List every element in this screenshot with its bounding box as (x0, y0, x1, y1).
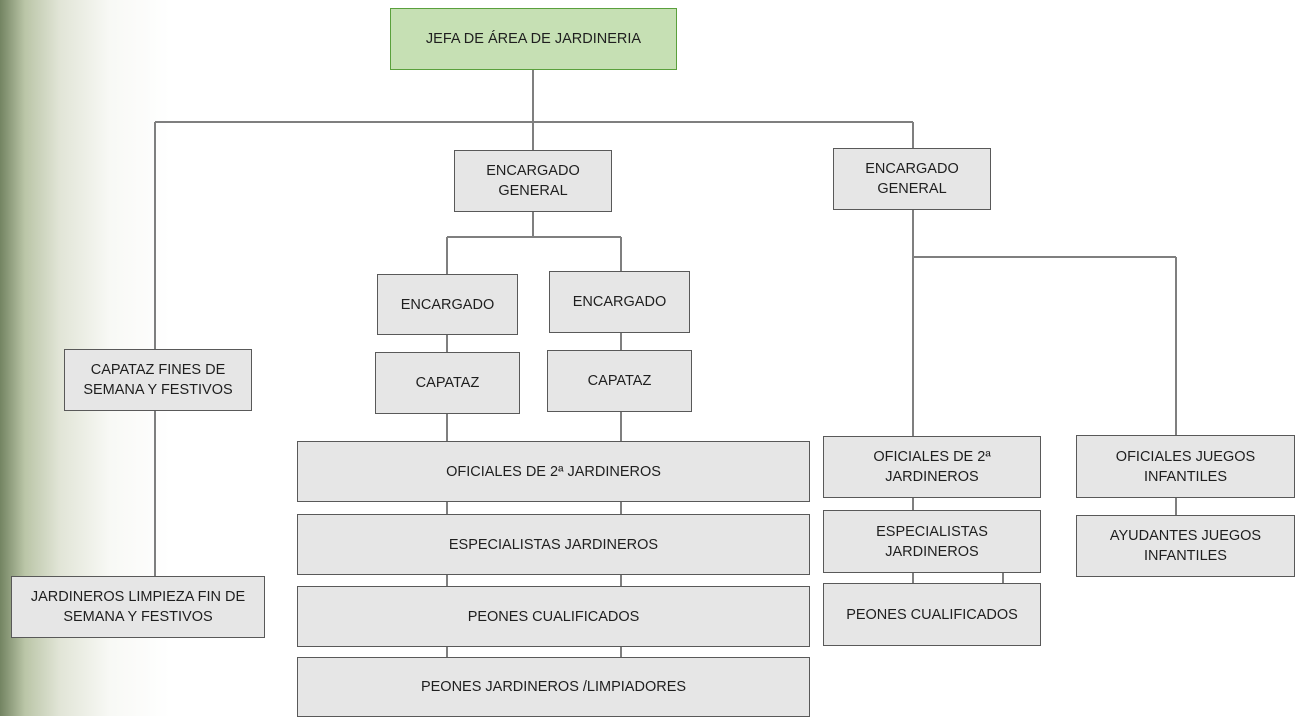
encargado-2-box: ENCARGADO (549, 271, 690, 333)
encargado-general-right-box: ENCARGADO GENERAL (833, 148, 991, 210)
ayudantes-juegos-box: AYUDANTES JUEGOS INFANTILES (1076, 515, 1295, 577)
peones-cualificados-right-box: PEONES CUALIFICADOS (823, 583, 1041, 646)
encargado-1-box: ENCARGADO (377, 274, 518, 335)
peones-jardineros-box: PEONES JARDINEROS /LIMPIADORES (297, 657, 810, 717)
capataz-2-box: CAPATAZ (547, 350, 692, 412)
especialistas-right-box: ESPECIALISTAS JARDINEROS (823, 510, 1041, 573)
oficiales-juegos-box: OFICIALES JUEGOS INFANTILES (1076, 435, 1295, 498)
capataz-fines-semana-box: CAPATAZ FINES DE SEMANA Y FESTIVOS (64, 349, 252, 411)
jefa-area-box: JEFA DE ÁREA DE JARDINERIA (390, 8, 677, 70)
capataz-1-box: CAPATAZ (375, 352, 520, 414)
oficiales-right-box: OFICIALES DE 2ª JARDINEROS (823, 436, 1041, 498)
peones-cualificados-center-box: PEONES CUALIFICADOS (297, 586, 810, 647)
jardineros-limpieza-box: JARDINEROS LIMPIEZA FIN DE SEMANA Y FEST… (11, 576, 265, 638)
oficiales-center-box: OFICIALES DE 2ª JARDINEROS (297, 441, 810, 502)
especialistas-center-box: ESPECIALISTAS JARDINEROS (297, 514, 810, 575)
encargado-general-center-box: ENCARGADO GENERAL (454, 150, 612, 212)
